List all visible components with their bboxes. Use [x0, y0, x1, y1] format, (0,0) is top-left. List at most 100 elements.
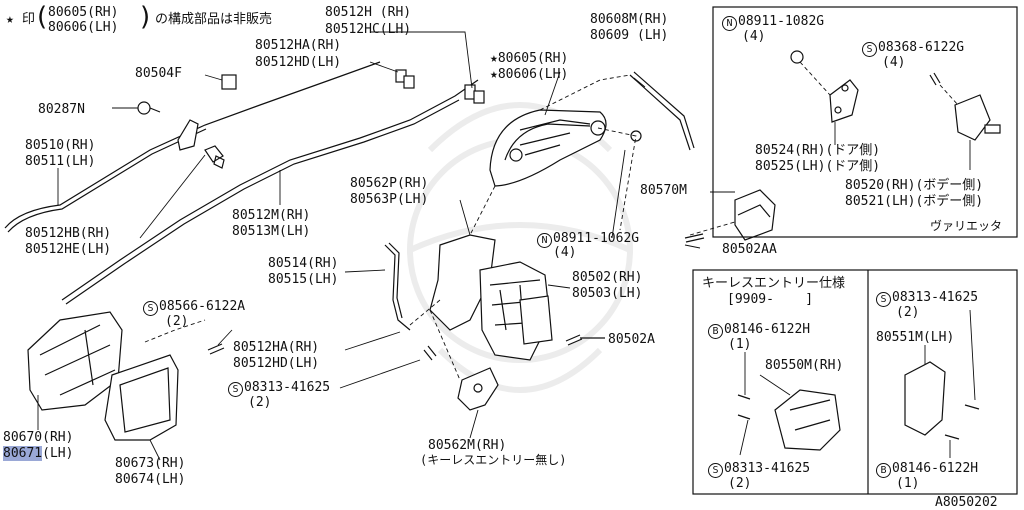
label-80512m: 80512M(RH) [232, 208, 311, 223]
label-08146-a-text: 08146-6122H [724, 322, 811, 337]
leaders [37, 31, 735, 461]
label-variety-caption: ヴァリエッタ [930, 219, 1003, 233]
clip-80512hb [204, 145, 225, 169]
notice-part-rh: 80605(RH) [48, 5, 119, 20]
label-80671-side: (LH) [42, 446, 74, 461]
label-80512hd-mid: 80512HD(LH) [233, 356, 320, 371]
b-mark-icon: B [876, 463, 891, 478]
label-08313-a-text: 08313-41625 [724, 461, 811, 476]
n-mark-icon: N [537, 233, 552, 248]
lever-80562m [457, 367, 499, 411]
label-80503: 80503(LH) [572, 286, 643, 301]
label-80287n: 80287N [38, 102, 85, 117]
label-80551m: 80551M(LH) [876, 330, 955, 345]
bracket-80524 [829, 79, 859, 123]
clip-80512h-b [473, 90, 485, 104]
rod-80514 [384, 244, 411, 331]
label-80514: 80514(RH) [268, 256, 339, 271]
rod-80512m-b [65, 99, 460, 305]
label-80511: 80511(LH) [25, 154, 96, 169]
striker-loop [737, 204, 771, 218]
label-80512hd-top: 80512HD(LH) [255, 55, 342, 70]
label-80673: 80673(RH) [115, 456, 186, 471]
escutcheon-detail [119, 367, 171, 433]
label-80605: ★80605(RH) [490, 51, 568, 66]
label-08566-qty: (2) [165, 314, 189, 329]
latch-plate [519, 295, 553, 345]
label-80502: 80502(RH) [572, 270, 643, 285]
lever-hole [473, 383, 483, 393]
label-08911-mid-qty: (4) [553, 245, 577, 260]
keyless-leaders [739, 309, 976, 458]
keyless-title: キーレスエントリー仕様 [702, 276, 846, 291]
label-80512hc: 80512HC(LH) [325, 22, 412, 37]
label-80512hb: 80512HB(RH) [25, 226, 112, 241]
rod-80510-b [7, 128, 207, 233]
label-80671: 80671(LH) [3, 446, 73, 461]
outside-handle-grip [519, 119, 591, 156]
bracket-80524-hole1 [841, 84, 849, 92]
bolt-keyless-b [944, 404, 980, 440]
label-80606-text: 80606(LH) [497, 67, 569, 82]
diagram-id: A8050202 [935, 495, 998, 510]
label-80563p: 80563P(LH) [350, 192, 429, 207]
label-80504f: 80504F [135, 66, 182, 81]
label-80525: 80525(LH)(ドア側) [755, 159, 881, 174]
label-08313-b-qty: (2) [896, 305, 920, 320]
label-80502a: 80502A [608, 332, 655, 347]
notice-star: ★ [6, 12, 14, 27]
bolt-08313-mid [423, 345, 437, 361]
rod-80510 [4, 61, 381, 229]
label-80513m: 80513M(LH) [232, 224, 311, 239]
label-80570m: 80570M [640, 183, 687, 198]
label-08146-b-qty: (1) [896, 476, 920, 491]
label-80670: 80670(RH) [3, 430, 74, 445]
label-80606: ★80606(LH) [490, 67, 568, 82]
notice-close-paren: ) [140, 2, 151, 32]
variety-guides [799, 61, 959, 106]
label-80512ha-top: 80512HA(RH) [255, 38, 342, 53]
variety-box [712, 6, 1018, 238]
label-80512ha-mid: 80512HA(RH) [233, 340, 320, 355]
label-80510: 80510(RH) [25, 138, 96, 153]
label-08368-text: 08368-6122G [878, 40, 965, 55]
star-80605: ★ [490, 51, 498, 66]
label-08566-text: 08566-6122A [159, 299, 246, 314]
label-08911-box-text: 08911-1082G [738, 14, 825, 29]
clip-80287n-stem [149, 107, 161, 113]
s-mark-icon: S [862, 42, 877, 57]
actuator-80551m [904, 361, 946, 436]
label-80674: 80674(LH) [115, 472, 186, 487]
b-mark-icon: B [708, 324, 723, 339]
label-80512h: 80512H (RH) [325, 5, 412, 20]
label-80521: 80521(LH)(ボデー側) [845, 194, 984, 209]
notice-suffix: の構成部品は非販売 [155, 12, 273, 27]
label-80550m: 80550M(RH) [765, 358, 844, 373]
latch-detail [489, 279, 546, 336]
clip-80512ha-b [403, 75, 415, 89]
keyless-range: [9909- ] [727, 292, 814, 307]
notice-prefix: 印 [22, 12, 36, 27]
label-80562p: 80562P(RH) [350, 176, 429, 191]
bolt-keyless-a [737, 394, 751, 420]
label-80515: 80515(LH) [268, 272, 339, 287]
screw-08566 [207, 343, 225, 355]
label-80562m-note: (キーレスエントリー無し) [420, 453, 567, 467]
label-08146-b-text: 08146-6122H [892, 461, 979, 476]
striker-80570m [734, 189, 776, 241]
screw-08368 [929, 72, 941, 86]
label-80608m: 80608M(RH) [590, 12, 669, 27]
label-80671-highlight[interactable]: 80671 [3, 446, 43, 461]
outside-handle-inner [504, 123, 591, 161]
keyless-box [692, 269, 1018, 495]
rod-80608m [629, 71, 695, 151]
label-80609: 80609 (LH) [590, 28, 669, 43]
label-80605-text: 80605(RH) [497, 51, 569, 66]
label-08911-box-qty: (4) [742, 29, 766, 44]
